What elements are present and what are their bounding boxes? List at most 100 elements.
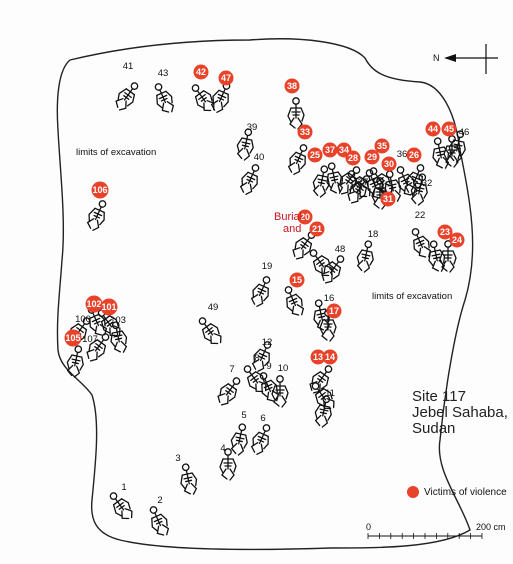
skull-48 [336,255,345,263]
torso-49 [201,323,214,336]
burial-number-20: 20 [300,212,310,222]
burial-label-line2: and [283,223,301,235]
torso-33 [294,150,306,165]
skeleton-42 [191,84,215,112]
burial-number-6: 6 [260,413,265,424]
skeleton-40 [239,164,260,195]
legs-105 [66,364,81,378]
skeleton-36 [396,166,417,196]
legs-44 [435,156,450,169]
skeleton-33 [287,144,308,175]
burial-number-39: 39 [247,122,258,133]
legs-7 [217,393,229,406]
torso-6 [257,430,269,445]
legs-17 [321,329,335,342]
arms-103 [110,330,128,348]
arms-13 [311,371,330,390]
scale-bar: 0 200 cm [366,522,506,539]
torso-36 [398,172,410,187]
arms-1 [112,498,131,517]
legs-34 [337,182,349,195]
arms-11 [314,404,332,421]
violence-marker-31 [380,191,396,207]
legend-dot [407,486,419,498]
arms-7 [219,383,238,402]
skeleton-37 [326,162,344,194]
site-title-line1: Site 117 [412,388,466,405]
torso-16 [314,306,326,321]
burial-number-105: 105 [65,333,80,343]
violence-marker-28 [345,150,361,166]
violence-marker-15 [289,272,305,288]
burial-number-102: 102 [86,299,101,309]
violence-marker-38 [284,78,300,94]
burial-number-100: 100 [75,314,91,325]
skull-49 [198,317,207,325]
torso-39 [241,135,253,150]
burial-number-40: 40 [254,152,265,163]
legs-19 [250,294,264,307]
skeleton-32 [410,173,428,206]
violence-marker-26 [406,147,422,163]
torso-35 [372,173,385,186]
skeleton-14 [311,382,335,410]
burial-number-28: 28 [348,153,358,163]
skull-31 [376,177,384,185]
legs-41 [115,98,127,111]
torso-100 [75,323,88,336]
legs-10 [273,395,287,408]
violence-marker-30 [381,156,397,172]
torso-11 [319,402,331,417]
skull-23 [429,240,438,249]
limits-label-right: limits of excavation [372,291,452,302]
torso-10 [274,382,286,397]
violence-marker-45 [441,121,457,137]
torso-46 [453,137,465,152]
burial-number-32: 32 [422,178,433,189]
burial-number-21: 21 [312,224,322,234]
skull-40 [251,164,260,172]
legs-15 [291,304,305,316]
torso-40 [246,170,258,185]
torso-103 [111,328,123,343]
skeleton-12 [251,341,272,372]
burial-number-42: 42 [196,67,206,77]
skull-1 [109,492,118,500]
burial-number-8: 8 [254,353,259,364]
torso-44 [433,144,445,159]
skull-34 [352,166,361,174]
violence-marker-23 [437,224,453,240]
arms-10 [271,385,289,401]
torso-34 [345,172,358,185]
burial-number-11: 11 [325,388,335,399]
skull-36 [396,166,405,174]
skeleton-39 [236,128,254,161]
north-arrow-head [444,54,456,62]
skull-43 [154,83,163,91]
arms-106 [88,207,105,226]
legs-49 [210,333,222,345]
north-label: N [433,53,440,63]
skull-29 [365,169,374,177]
burial-number-45: 45 [444,124,454,134]
skeleton-22 [411,228,432,258]
arms-33 [289,151,306,170]
violence-marker-33 [297,124,313,140]
torso-3 [181,470,193,485]
skeleton-2 [149,506,170,536]
arms-4 [219,458,237,474]
skeleton-107 [86,333,110,362]
violence-marker-105 [64,329,82,347]
torso-21 [312,255,325,268]
burial-number-38: 38 [287,81,297,91]
skull-28 [347,170,356,178]
arms-42 [194,90,213,109]
violence-marker-44 [425,121,441,137]
burial-number-33: 33 [300,127,310,137]
burial-number-49: 49 [208,302,219,313]
skeleton-6 [250,424,271,455]
skull-27 [362,175,371,183]
legs-40 [239,182,253,195]
torso-38 [290,104,302,119]
